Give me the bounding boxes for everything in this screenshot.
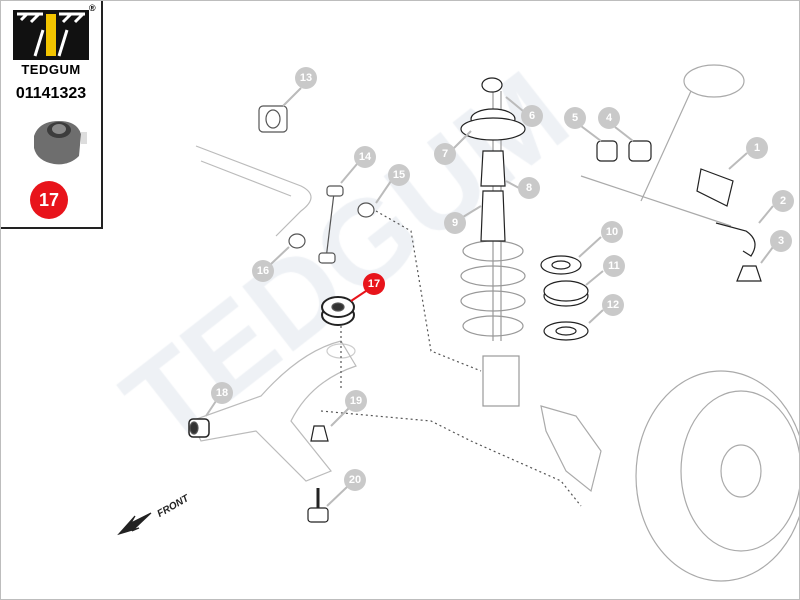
part-9-dust-boot <box>480 190 506 242</box>
wheel <box>635 370 799 582</box>
part-19-boot <box>310 425 329 442</box>
part-12-seat <box>543 321 589 341</box>
tedgum-logo <box>13 10 89 60</box>
part-16-bushing <box>288 233 306 249</box>
callout-12[interactable]: 12 <box>602 294 624 316</box>
knuckle <box>540 405 602 493</box>
registered-mark: ® <box>89 3 96 13</box>
brand-name: TEDGUM <box>21 62 81 77</box>
callout-10[interactable]: 10 <box>601 221 623 243</box>
part-10-seat <box>540 255 582 275</box>
part-thumbnail <box>34 121 87 165</box>
callout-15[interactable]: 15 <box>388 164 410 186</box>
callout-14[interactable]: 14 <box>354 146 376 168</box>
control-arm <box>190 340 357 482</box>
callout-16[interactable]: 16 <box>252 260 274 282</box>
part-4-bushing <box>628 140 652 162</box>
highlight-part-badge: 17 <box>30 181 68 219</box>
part-18-bushing <box>188 418 210 438</box>
part-13-bushing <box>258 105 288 133</box>
callout-3[interactable]: 3 <box>770 230 792 252</box>
part-17-bushing <box>321 296 355 326</box>
callout-7[interactable]: 7 <box>434 143 456 165</box>
callout-13[interactable]: 13 <box>295 67 317 89</box>
part-11-bearing <box>543 280 589 307</box>
callout-5[interactable]: 5 <box>564 107 586 129</box>
brand-panel: ® TEDGUM 01141323 17 <box>1 1 103 229</box>
callout-18[interactable]: 18 <box>211 382 233 404</box>
part-2-tie-rod-end <box>715 222 756 257</box>
callout-20[interactable]: 20 <box>344 469 366 491</box>
callout-17-highlighted[interactable]: 17 <box>363 273 385 295</box>
callout-6[interactable]: 6 <box>521 105 543 127</box>
part-8-bump-stop <box>480 150 506 187</box>
callout-1[interactable]: 1 <box>746 137 768 159</box>
callout-2[interactable]: 2 <box>772 190 794 212</box>
part-14-link <box>318 185 344 264</box>
part-7-seat <box>460 117 526 141</box>
front-arrow-icon <box>117 512 152 536</box>
part-number: 01141323 <box>15 85 87 102</box>
callout-4[interactable]: 4 <box>598 107 620 129</box>
part-20-ball-joint <box>307 488 329 523</box>
callout-8[interactable]: 8 <box>518 177 540 199</box>
part-3-boot <box>736 265 762 282</box>
stabilizer-bar <box>195 145 312 237</box>
callout-11[interactable]: 11 <box>603 255 625 277</box>
callout-9[interactable]: 9 <box>444 212 466 234</box>
part-15-bushing <box>357 202 375 218</box>
part-1-boot <box>696 168 734 207</box>
part-5-bushing <box>596 140 618 162</box>
steering-column <box>580 90 732 227</box>
callout-19[interactable]: 19 <box>345 390 367 412</box>
